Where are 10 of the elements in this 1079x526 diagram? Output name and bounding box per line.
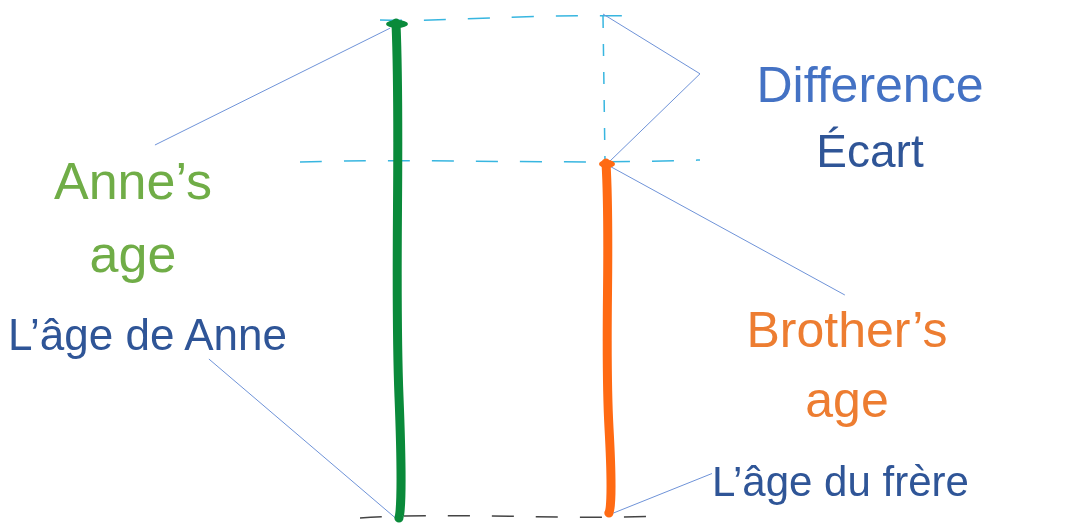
translation-label: Écart (816, 126, 924, 177)
bar-label: Anne’s age (52, 151, 214, 285)
leader-line (154, 27, 391, 146)
leader-line (208, 358, 396, 519)
bar-label: Difference (755, 56, 985, 115)
bar-label: Brother’s age (745, 301, 949, 430)
leader-line (608, 73, 701, 163)
translation-label: L’âge du frère (712, 459, 969, 506)
translation-label: L’âge de Anne (8, 310, 287, 359)
leader-line (602, 13, 701, 75)
